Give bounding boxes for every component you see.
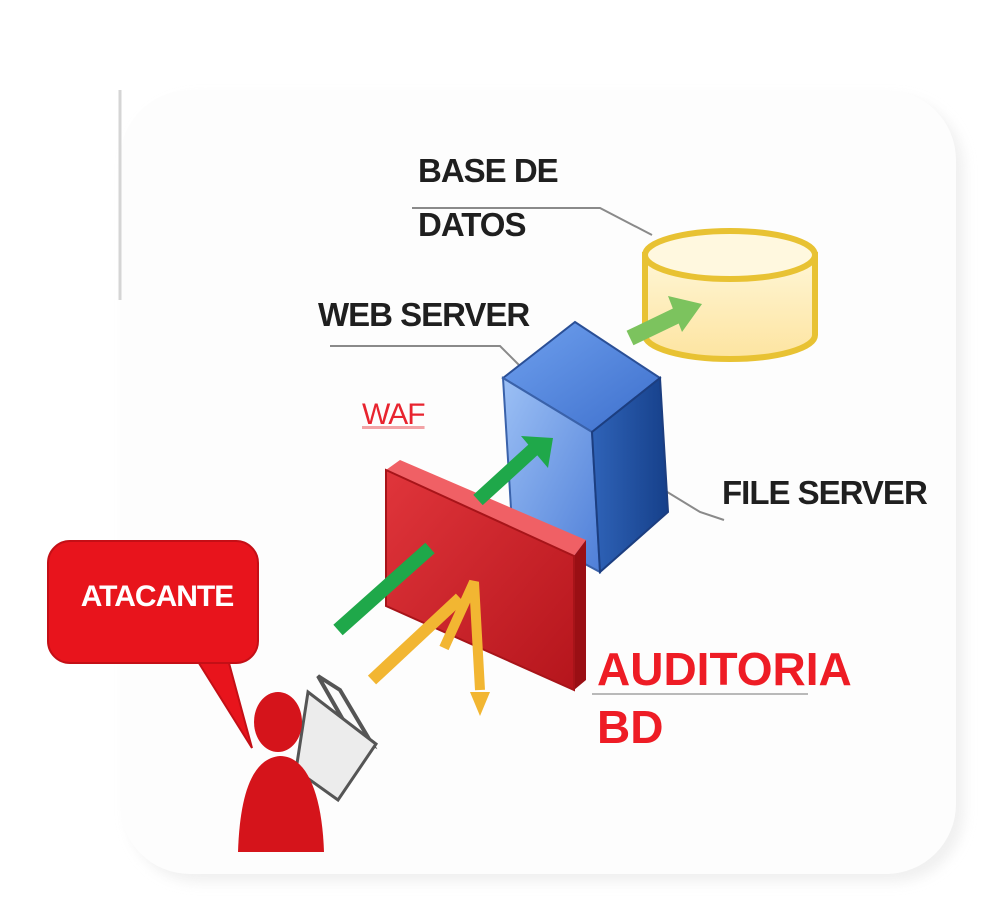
attacker-speech-bubble xyxy=(47,540,259,749)
waf-panel-icon xyxy=(385,460,586,692)
audit-arrow xyxy=(367,579,490,716)
laptop-icon xyxy=(294,674,379,803)
server-to-database-arrow xyxy=(626,296,702,346)
attacker-label: ATACANTE xyxy=(80,580,235,613)
audit-label-line-1: AUDITORIA xyxy=(597,643,852,695)
waf-label: WAF xyxy=(362,398,426,431)
attack-traffic-arrow xyxy=(333,436,553,636)
audit-label-line-2: BD xyxy=(597,701,664,753)
web-server-label: WEB SERVER xyxy=(318,296,530,333)
database-label-line-1: BASE DE xyxy=(418,152,559,189)
database-label-line-2: DATOS xyxy=(418,206,526,243)
web-server-leader-line xyxy=(330,345,521,367)
file-server-label: FILE SERVER xyxy=(722,474,928,511)
attacker-person-icon xyxy=(238,692,324,852)
database-icon xyxy=(642,228,818,362)
database-leader-line xyxy=(412,207,653,236)
